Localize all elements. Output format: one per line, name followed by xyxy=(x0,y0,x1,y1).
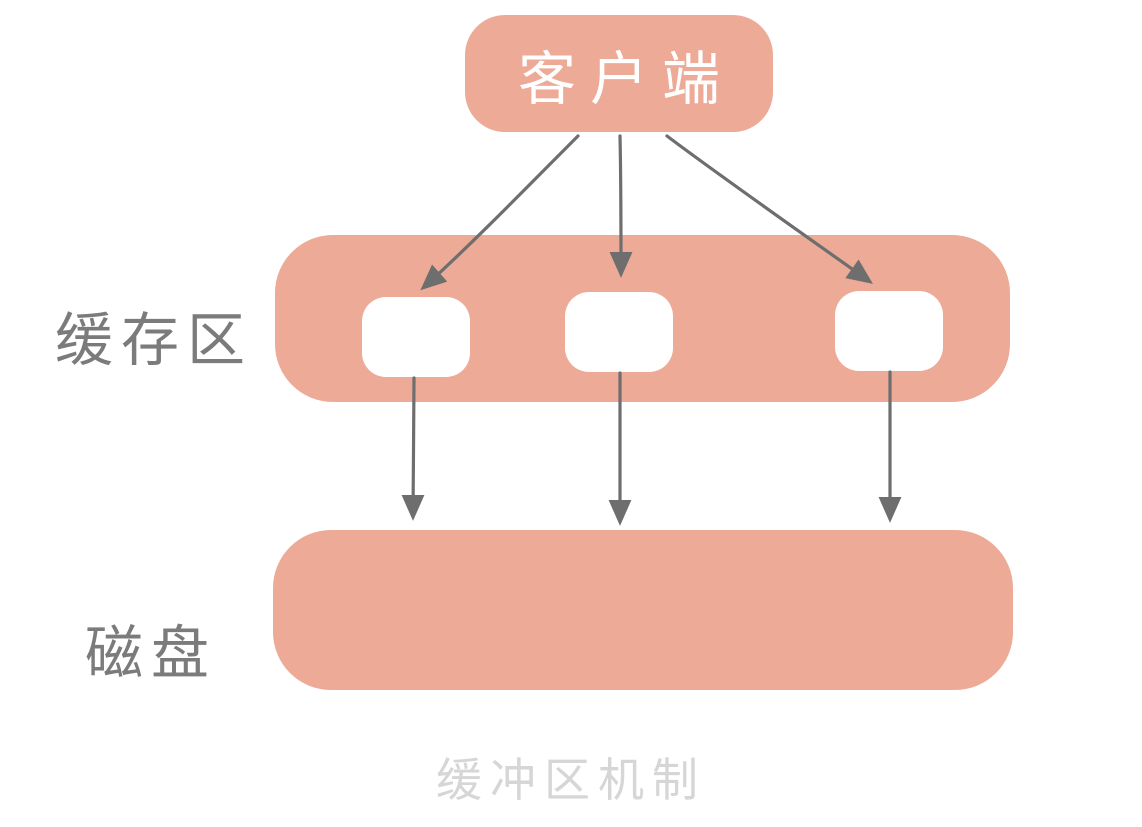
buffer-slot-2 xyxy=(565,292,673,372)
disk-label: 磁盘 xyxy=(85,619,218,687)
disk-node xyxy=(273,530,1013,690)
diagram-caption: 缓冲区机制 xyxy=(436,753,706,807)
buffer-slot-1 xyxy=(362,297,470,377)
client-node: 客户端 xyxy=(465,15,773,132)
client-node-label: 客户端 xyxy=(517,44,734,113)
cache-area-label: 缓存区 xyxy=(55,306,254,374)
buffer-slot-3 xyxy=(835,291,943,371)
